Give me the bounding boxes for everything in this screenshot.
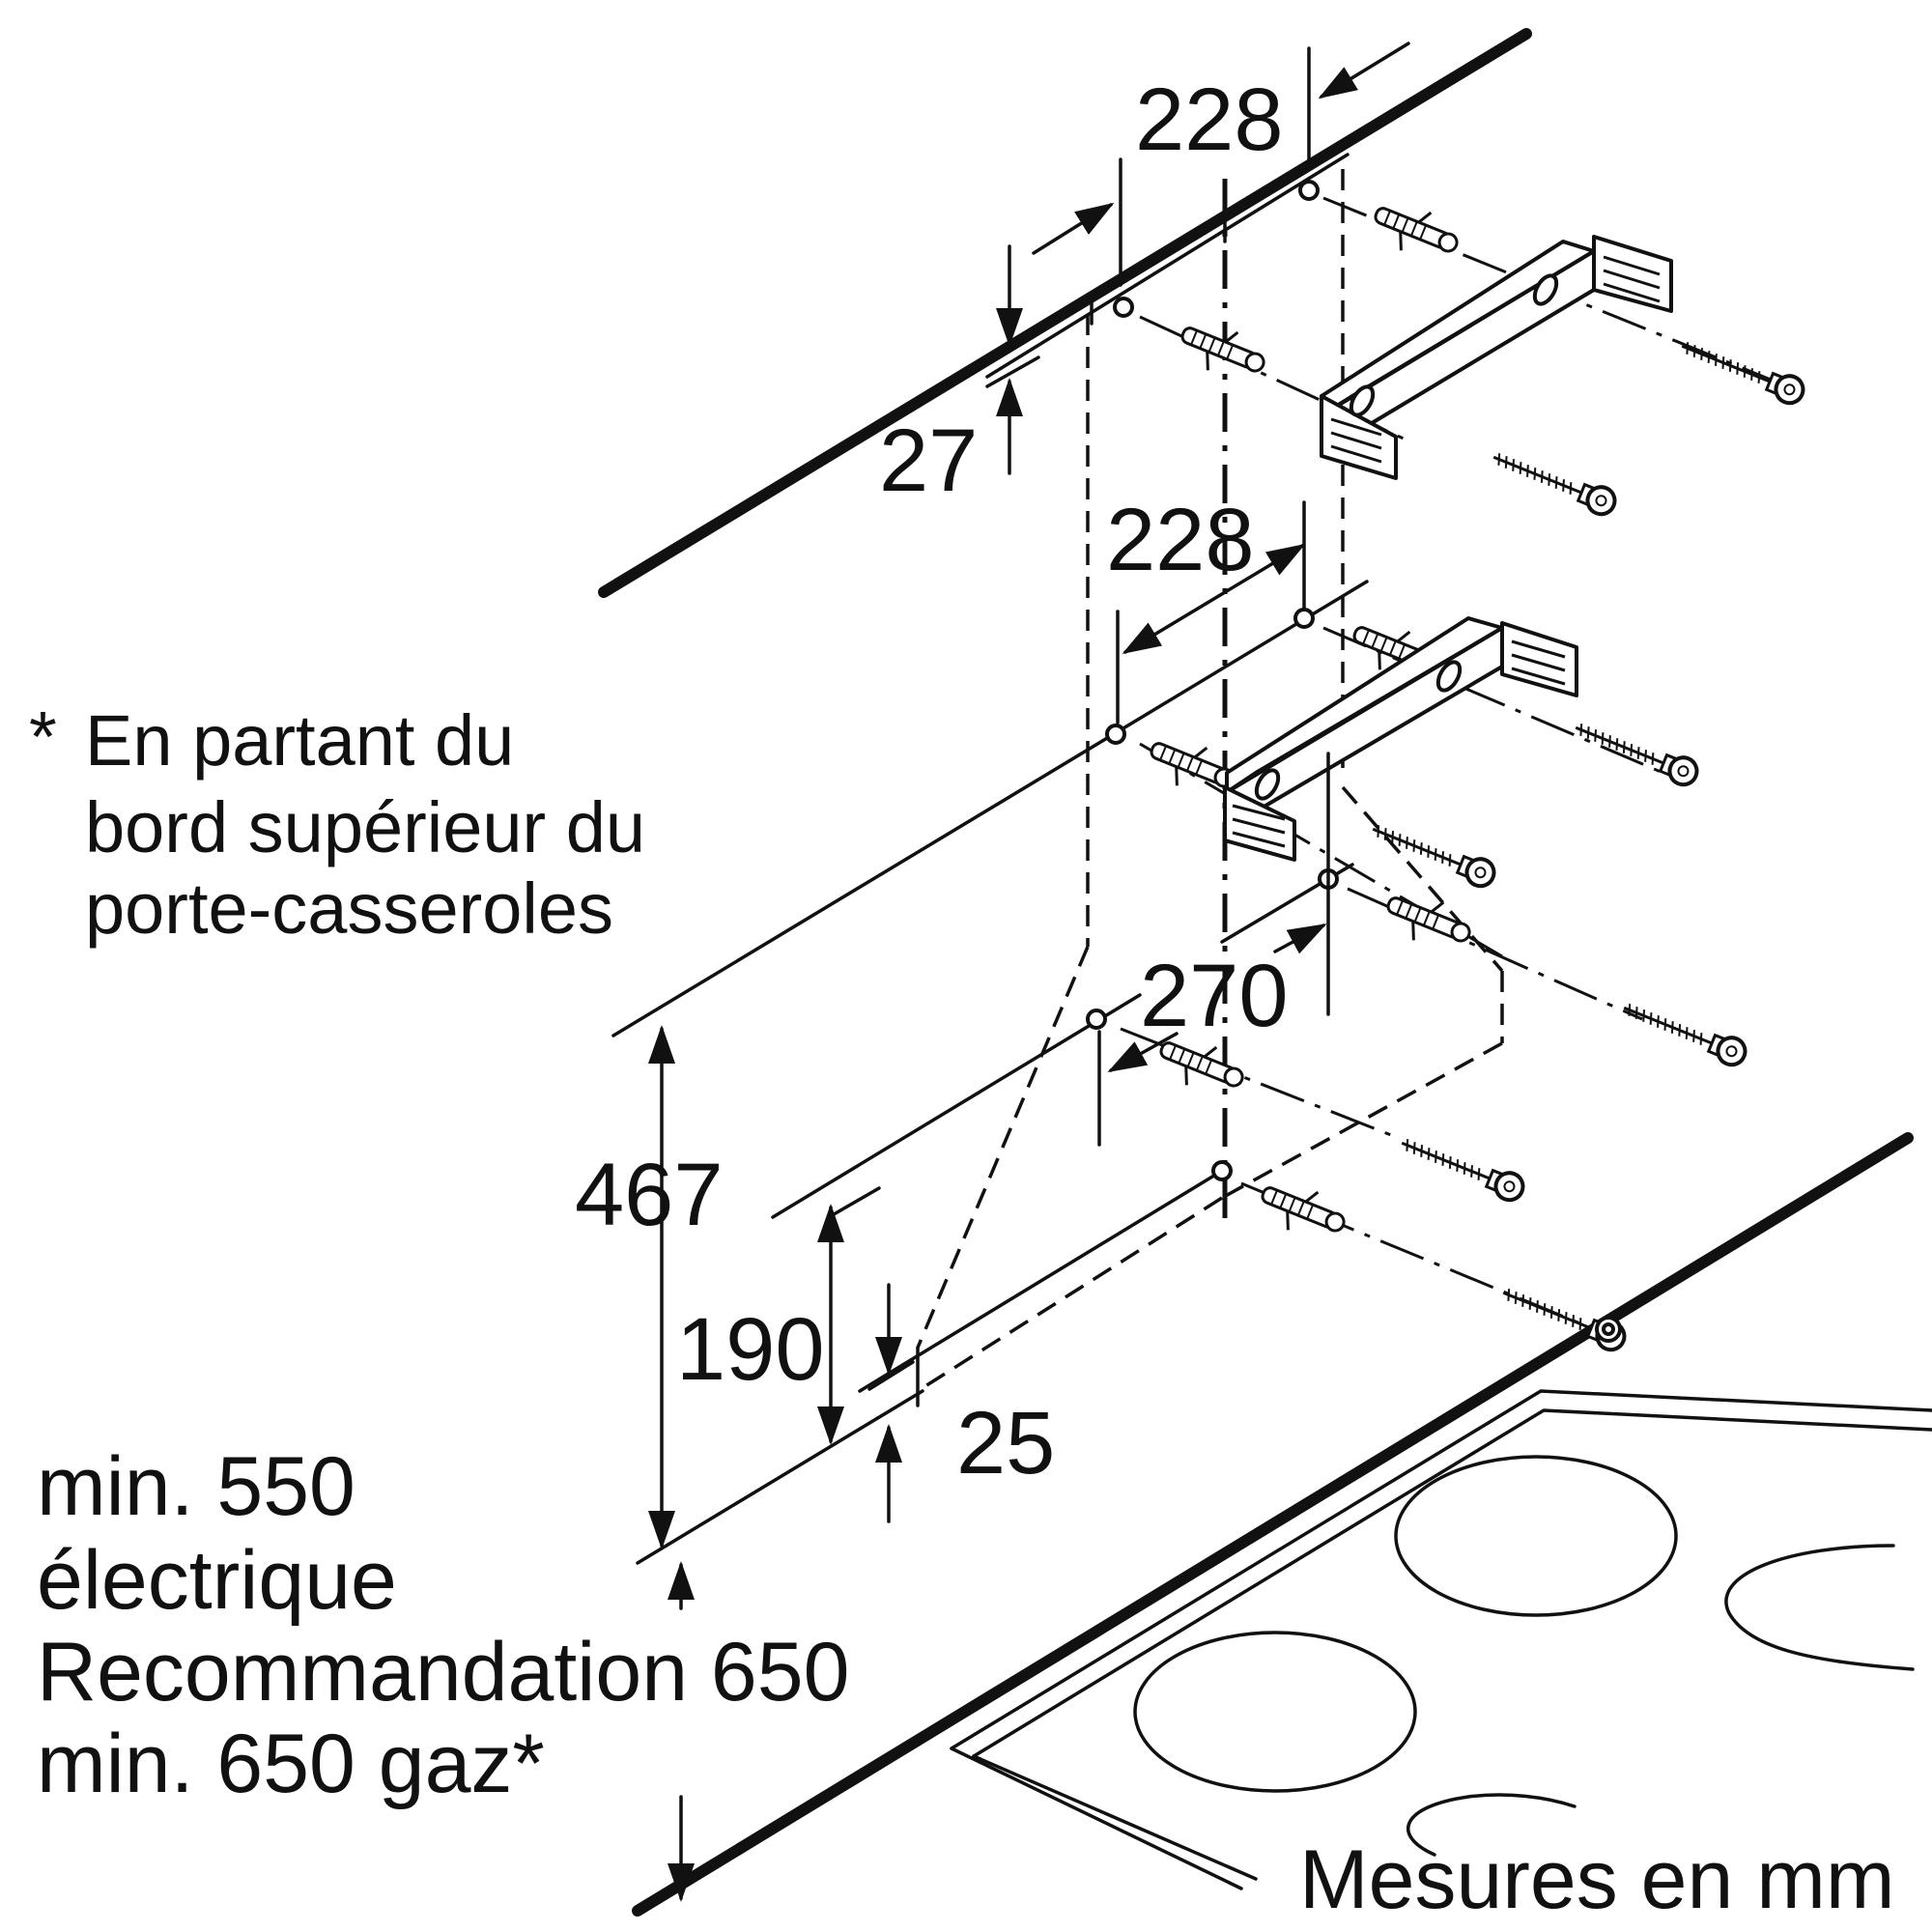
bracket-icon bbox=[1320, 235, 1673, 480]
dim-label: 467 bbox=[575, 1146, 724, 1244]
burner bbox=[1406, 1793, 1577, 1857]
mount-hole bbox=[1298, 180, 1320, 201]
screw-icon bbox=[1674, 331, 1809, 410]
mount-hole bbox=[1211, 1160, 1233, 1181]
wall-plug-icon bbox=[1172, 312, 1273, 390]
screw-icon bbox=[1616, 993, 1751, 1071]
clearance-line: min. 650 gaz* bbox=[37, 1718, 545, 1810]
upper-bracket-assembly bbox=[1139, 192, 1812, 521]
wall-plug-icon bbox=[1252, 1172, 1353, 1250]
burner bbox=[1394, 1455, 1678, 1617]
clearance-line: Recommandation 650 bbox=[37, 1626, 849, 1719]
dim-467: 467 bbox=[575, 1025, 881, 1549]
edge-note-line: bord supérieur du bbox=[85, 787, 645, 867]
dim-label: 27 bbox=[879, 412, 978, 510]
dim-label: 228 bbox=[1135, 71, 1284, 169]
screw-icon bbox=[1365, 814, 1500, 893]
wall-plug-icon bbox=[1365, 192, 1466, 270]
ceiling-edge bbox=[598, 28, 1532, 598]
mount-hole bbox=[1293, 608, 1315, 629]
bottom-rail: 25 bbox=[636, 1160, 1233, 1565]
top-rail bbox=[985, 153, 1350, 379]
burner bbox=[1724, 1544, 1915, 1671]
dim-label: 228 bbox=[1106, 491, 1255, 589]
dim-label: 25 bbox=[956, 1394, 1055, 1492]
edge-note: * En partant du bord supérieur du porte-… bbox=[29, 696, 645, 949]
screw-icon bbox=[1568, 713, 1703, 791]
screw-icon bbox=[1394, 1128, 1529, 1207]
dim-27: 27 bbox=[879, 244, 1040, 510]
lower-fixings bbox=[1120, 882, 1751, 1356]
dim-top-228: 228 bbox=[1032, 42, 1410, 287]
dim-label: 190 bbox=[676, 1300, 825, 1399]
mount-hole bbox=[1113, 297, 1134, 318]
dim-label: 270 bbox=[1140, 947, 1289, 1045]
lower-rail: 270 bbox=[771, 752, 1354, 1219]
mount-hole bbox=[1105, 724, 1126, 745]
clearance-note: min. 550 électrique Recommandation 650 m… bbox=[37, 1440, 849, 1810]
clearance-line: min. 550 bbox=[37, 1440, 355, 1533]
edge-note-line: porte-casseroles bbox=[85, 868, 613, 949]
units-note: Mesures en mm bbox=[1299, 1833, 1895, 1926]
asterisk: * bbox=[29, 696, 57, 777]
edge-note-line: En partant du bbox=[85, 700, 514, 781]
dim-190: 190 bbox=[676, 1204, 844, 1445]
bracket-icon bbox=[1223, 616, 1578, 862]
worktop-edge bbox=[632, 1132, 1914, 1917]
wall-plug-icon bbox=[1378, 882, 1479, 960]
middle-bracket-assembly bbox=[1139, 611, 1703, 958]
mount-hole bbox=[1086, 1009, 1107, 1030]
clearance-line: électrique bbox=[37, 1534, 397, 1627]
screw-icon bbox=[1486, 442, 1621, 521]
burner bbox=[1133, 1631, 1417, 1793]
cooktop-icon bbox=[950, 1316, 1932, 1890]
middle-rail: 228 bbox=[611, 491, 1369, 1037]
